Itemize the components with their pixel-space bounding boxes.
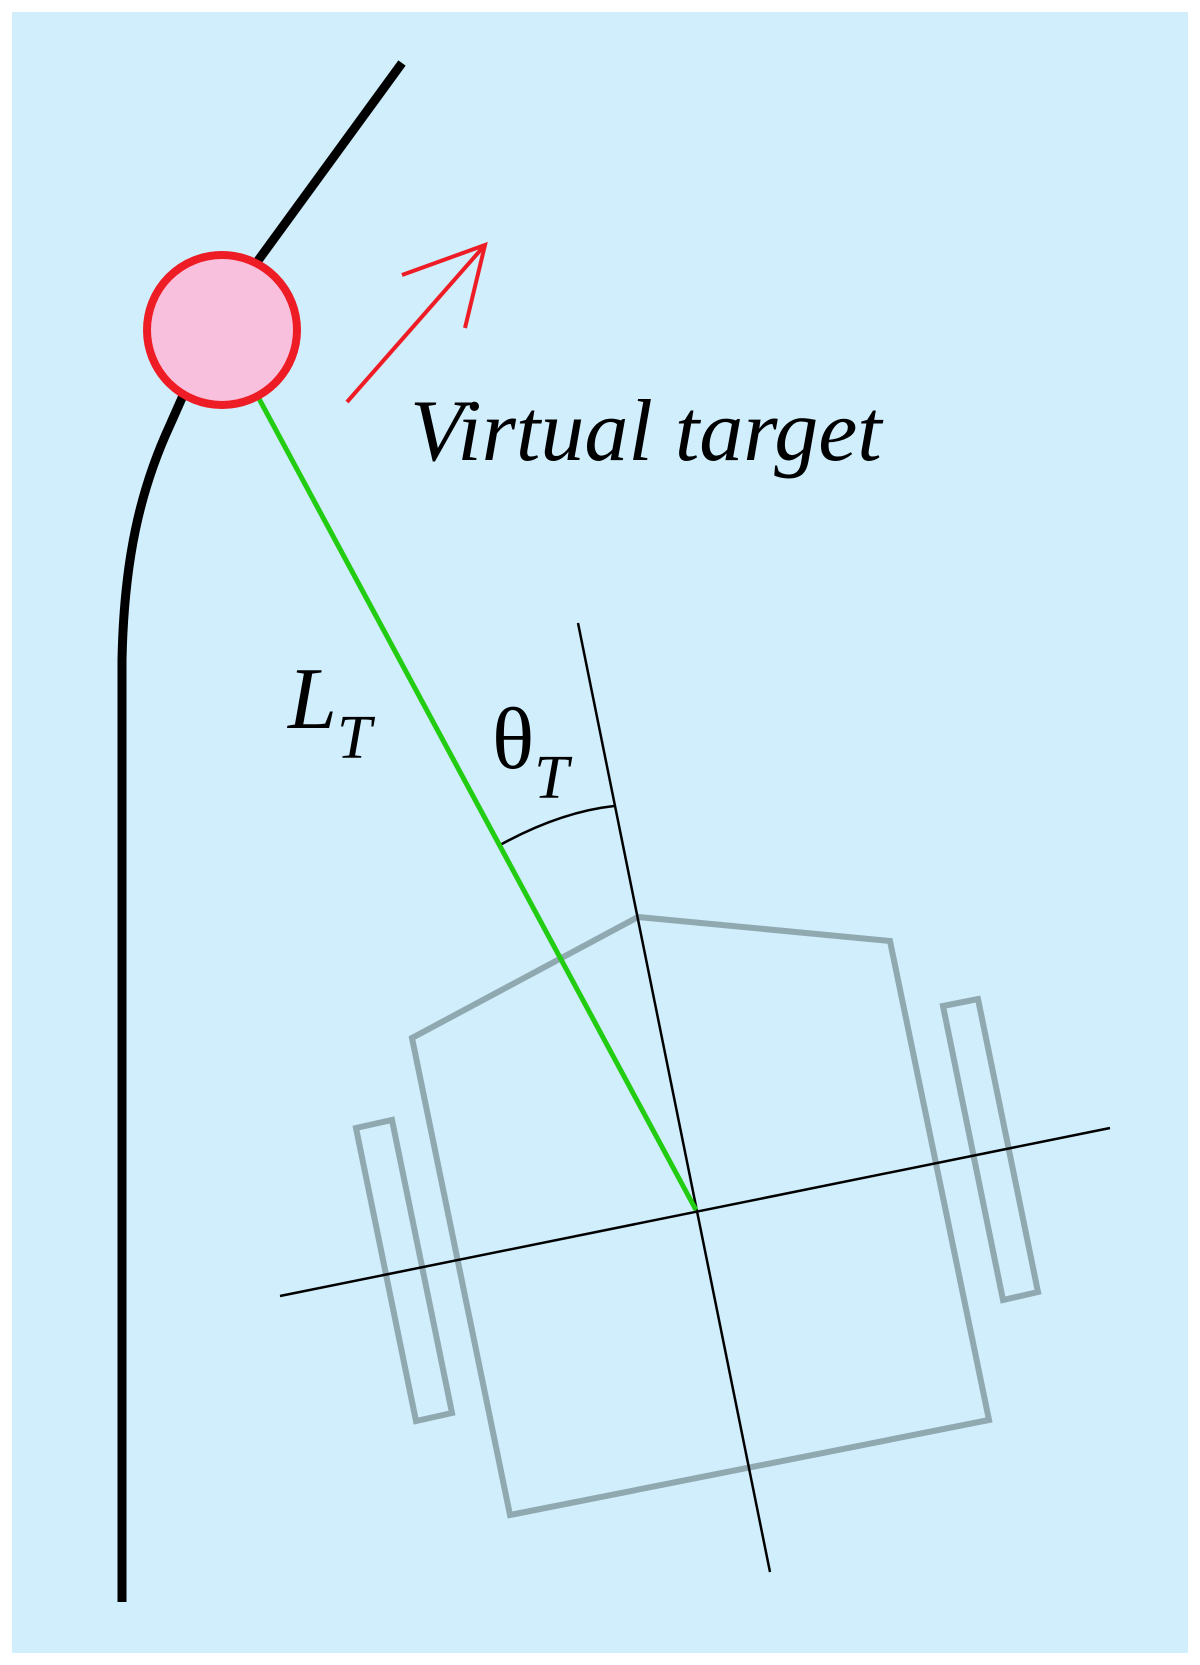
arrow-shaft [345, 243, 487, 404]
angle-symbol: θ [492, 691, 534, 788]
angle-label: θT [492, 691, 573, 812]
vehicle-heading-axis [576, 622, 772, 1573]
angle-subscript: T [534, 744, 573, 812]
left-wheel [352, 1116, 456, 1425]
virtual-target-label: Virtual target [410, 383, 884, 480]
distance-label: LT [286, 651, 376, 772]
right-wheel [939, 995, 1042, 1304]
diagram-background [12, 12, 1188, 1653]
angle-arc [499, 804, 615, 847]
line-of-sight [219, 328, 699, 1212]
virtual-target-marker [143, 251, 301, 409]
arrow-head [401, 241, 488, 329]
distance-symbol: L [286, 651, 337, 748]
wheel-axle-axis [279, 1126, 1111, 1298]
distance-subscript: T [337, 704, 376, 772]
target-motion-arrow [345, 241, 488, 404]
